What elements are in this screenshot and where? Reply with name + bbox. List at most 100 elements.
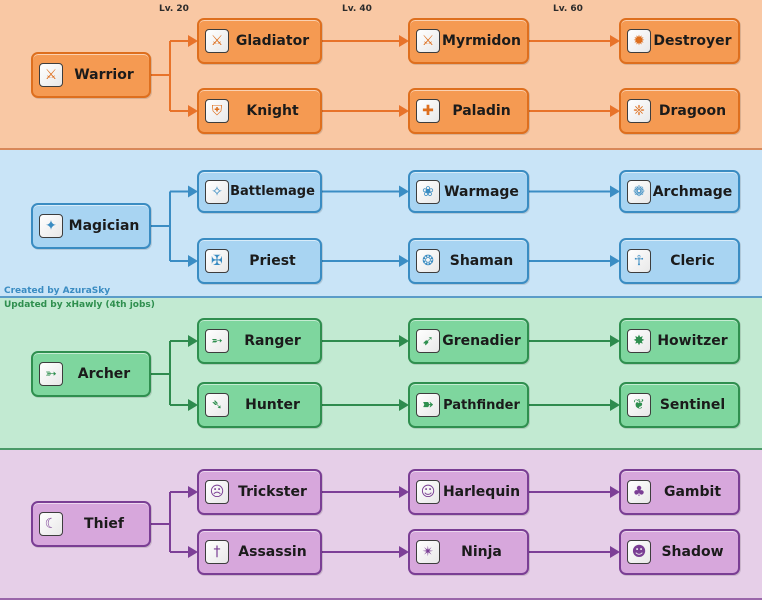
level-label-40: Lv. 40 xyxy=(342,4,372,14)
gambit-node: ♣ Gambit xyxy=(619,469,740,515)
claw-icon: ☾ xyxy=(39,512,63,536)
trickster-node: ☹ Trickster xyxy=(197,469,322,515)
card-icon: ♣ xyxy=(627,480,651,504)
shaman-node: ❂ Shaman xyxy=(408,238,529,284)
warrior-base-node: ⚔ Warrior xyxy=(31,52,151,98)
thief-path-0-arrow-1 xyxy=(399,486,409,498)
magician-path-1-arrow-1 xyxy=(399,255,409,267)
warrior-path-0-arrow-0 xyxy=(188,35,198,47)
magician-path-1-arrow-2 xyxy=(610,255,620,267)
gladiator-node-label: Gladiator xyxy=(235,33,310,49)
crossbow-icon: ➹ xyxy=(416,329,440,353)
warrior-path-0-arrow-2 xyxy=(610,35,620,47)
grenadier-node-label: Grenadier xyxy=(442,333,521,349)
thief-base-node: ☾ Thief xyxy=(31,501,151,547)
level-label-20: Lv. 20 xyxy=(159,4,189,14)
wind-arrow-icon: ➽ xyxy=(416,393,440,417)
sentinel-node: ❦ Sentinel xyxy=(619,382,740,428)
updated-by-credit: Updated by xHawly (4th jobs) xyxy=(4,300,155,310)
priest-node: ✠ Priest xyxy=(197,238,322,284)
battlemage-node-label: Battlemage xyxy=(230,184,315,199)
trickster-node-label: Trickster xyxy=(238,484,307,500)
angel-icon: ☥ xyxy=(627,249,651,273)
created-by-credit: Created by AzuraSky xyxy=(4,286,111,296)
dragon-emblem-icon: ❈ xyxy=(627,99,651,123)
blades-icon: ⚔ xyxy=(416,29,440,53)
wing-emblem-icon: ❁ xyxy=(627,179,651,204)
thief-path-1-arrow-0 xyxy=(188,546,198,558)
staff-strike-icon: ✧ xyxy=(205,179,229,204)
thief-path-1-arrow-1 xyxy=(399,546,409,558)
shadow-node-label: Shadow xyxy=(661,544,724,560)
mask-icon: ☺ xyxy=(416,480,440,504)
archer-path-0-arrow-0 xyxy=(188,335,198,347)
cannon-icon: ✸ xyxy=(627,329,651,353)
battlemage-node: ✧Battlemage xyxy=(197,170,322,213)
shadow-node: ☻Shadow xyxy=(619,529,740,575)
warrior-path-1-arrow-2 xyxy=(610,105,620,117)
dagger-icon: † xyxy=(205,540,229,564)
pathfinder-node-label: Pathfinder xyxy=(443,397,520,413)
archmage-node: ❁Archmage xyxy=(619,170,740,213)
warmage-node: ❀Warmage xyxy=(408,170,529,213)
hunter-node: ➴Hunter xyxy=(197,382,322,428)
warmage-node-label: Warmage xyxy=(444,183,519,200)
paladin-node-label: Paladin xyxy=(452,103,511,119)
magic-circle-icon: ❂ xyxy=(416,249,440,273)
destroyer-node: ✹Destroyer xyxy=(619,18,740,64)
wand-icon: ✦ xyxy=(39,214,63,238)
thief-base-node-label: Thief xyxy=(84,516,124,532)
shield-icon: ⛨ xyxy=(205,99,229,123)
eagle-icon: ❦ xyxy=(627,393,651,417)
sword-icon: ⚔ xyxy=(205,29,229,53)
dragoon-node-label: Dragoon xyxy=(658,103,727,119)
magician-path-1-arrow-0 xyxy=(188,255,198,267)
cross-icon: ✚ xyxy=(416,99,440,123)
bow-icon: ➳ xyxy=(39,362,63,386)
pathfinder-node: ➽Pathfinder xyxy=(408,382,529,428)
howitzer-node-label: Howitzer xyxy=(657,333,728,349)
assassin-node-label: Assassin xyxy=(238,544,307,560)
assassin-node: † Assassin xyxy=(197,529,322,575)
sword-icon: ⚔ xyxy=(39,63,63,87)
howitzer-node: ✸ Howitzer xyxy=(619,318,740,364)
archer-path-0-arrow-1 xyxy=(399,335,409,347)
warrior-path-1-arrow-0 xyxy=(188,105,198,117)
thief-path-0-arrow-0 xyxy=(188,486,198,498)
warrior-base-node-label: Warrior xyxy=(74,67,134,83)
archmage-node-label: Archmage xyxy=(652,183,733,200)
ranger-node-label: Ranger xyxy=(244,333,301,349)
gambit-node-label: Gambit xyxy=(663,484,722,500)
holy-staff-icon: ✠ xyxy=(205,249,229,273)
harlequin-node: ☺Harlequin xyxy=(408,469,529,515)
hunting-bow-icon: ➴ xyxy=(205,393,229,417)
archer-base-node-label: Archer xyxy=(77,366,131,382)
gladiator-node: ⚔ Gladiator xyxy=(197,18,322,64)
archer-path-0-arrow-2 xyxy=(610,335,620,347)
priest-node-label: Priest xyxy=(249,253,296,269)
magician-base-node: ✦Magician xyxy=(31,203,151,249)
harlequin-node-label: Harlequin xyxy=(442,484,521,500)
shaman-node-label: Shaman xyxy=(449,253,514,269)
winged-staff-icon: ❀ xyxy=(416,179,440,204)
thief-path-0-arrow-2 xyxy=(610,486,620,498)
thief-path-1-arrow-2 xyxy=(610,546,620,558)
archer-path-1-arrow-0 xyxy=(188,399,198,411)
magician-path-0-arrow-2 xyxy=(610,185,620,198)
archer-path-1-arrow-2 xyxy=(610,399,620,411)
ninja-node-label: Ninja xyxy=(461,544,502,560)
archer-base-node: ➳ Archer xyxy=(31,351,151,397)
arrow-icon: ➵ xyxy=(205,329,229,353)
destroyer-node-label: Destroyer xyxy=(653,33,732,49)
shuriken-icon: ✴ xyxy=(416,540,440,564)
grenadier-node: ➹Grenadier xyxy=(408,318,529,364)
sentinel-node-label: Sentinel xyxy=(659,397,726,413)
warrior-path-0-arrow-1 xyxy=(399,35,409,47)
level-label-60: Lv. 60 xyxy=(553,4,583,14)
jester-icon: ☹ xyxy=(205,480,229,504)
myrmidon-node: ⚔Myrmidon xyxy=(408,18,529,64)
archer-path-1-arrow-1 xyxy=(399,399,409,411)
warrior-path-1-arrow-1 xyxy=(399,105,409,117)
paladin-node: ✚ Paladin xyxy=(408,88,529,134)
